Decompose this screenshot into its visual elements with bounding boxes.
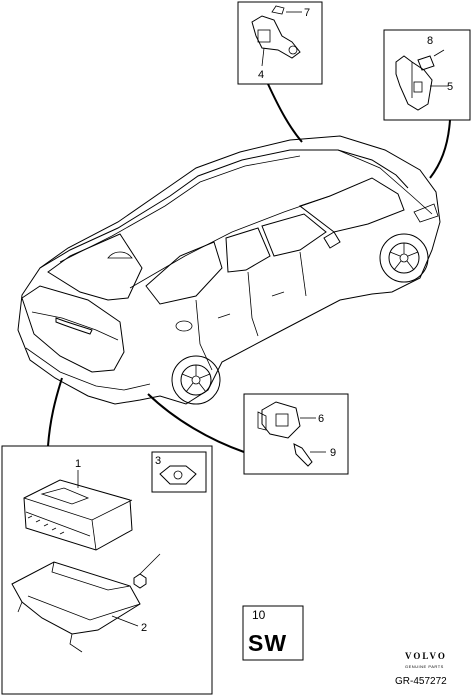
callout-4: 4	[258, 69, 264, 81]
leader-line-1	[47, 377, 63, 447]
callout-7: 7	[304, 7, 310, 19]
software-box-code: SW	[248, 630, 288, 656]
callout-2: 2	[141, 622, 147, 634]
detail-box-sensor-5	[383, 29, 471, 121]
callout-8: 8	[427, 35, 433, 47]
leader-line-4	[267, 83, 303, 143]
leader-line-6	[147, 393, 245, 453]
brand-logo: VOLVO	[405, 651, 447, 661]
software-box-number: 10	[252, 608, 266, 622]
callout-9: 9	[330, 447, 336, 459]
callout-6: 6	[318, 413, 324, 425]
callout-1: 1	[75, 458, 81, 470]
leader-line-5	[429, 119, 451, 179]
detail-box-sensor-6	[243, 393, 349, 475]
detail-box-sensor-4	[237, 1, 323, 85]
car-illustration	[17, 135, 441, 405]
brand-tagline: GENUINE PARTS	[405, 664, 444, 669]
software-box	[242, 605, 304, 661]
callout-5: 5	[447, 81, 453, 93]
detail-box-control-module	[1, 445, 213, 695]
callout-3: 3	[155, 455, 161, 467]
diagram-reference: GR-457272	[395, 676, 447, 687]
